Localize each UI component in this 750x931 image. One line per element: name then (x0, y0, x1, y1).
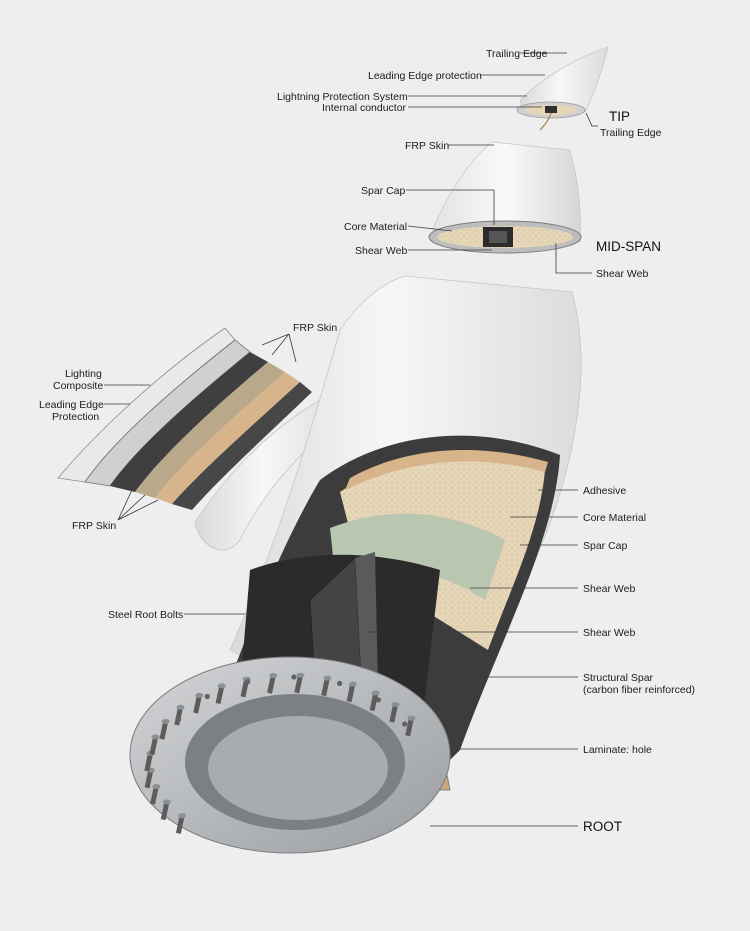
flange-bolt-hole (245, 679, 251, 685)
label-frp-skin-bottom: FRP Skin (72, 520, 116, 532)
mid-span-annotations: FRP Skin Spar Cap Core Material Shear We… (344, 140, 661, 280)
label-laminate-hole: Laminate: hole (583, 744, 652, 756)
label-shear-web-root-1: Shear Web (583, 583, 635, 595)
label-internal-conductor: Internal conductor (322, 102, 407, 114)
label-mid-span: MID-SPAN (596, 239, 661, 254)
internal-conductor-wire (539, 112, 552, 131)
label-steel-root-bolts: Steel Root Bolts (108, 609, 183, 621)
label-lighting-composite-2: Composite (53, 380, 103, 392)
root-bolt (294, 672, 305, 694)
flange-bolt-hole (204, 693, 210, 700)
mid-span-section (428, 141, 582, 254)
label-shear-web-mid-left: Shear Web (355, 245, 407, 257)
steel-root-bolts (144, 672, 416, 834)
panel-layer-3 (110, 352, 268, 492)
root-bolt (175, 813, 187, 834)
leader-frp-skin-top (261, 333, 297, 363)
label-lighting-composite-1: Lighting (65, 368, 102, 380)
mid-span-shear-web-inner (489, 231, 507, 243)
root-bolt (389, 702, 400, 723)
root-bolt (369, 690, 380, 712)
flange-bolt-hole (291, 674, 297, 680)
label-spar-cap-root: Spar Cap (583, 540, 628, 552)
panel-layer-5 (155, 372, 300, 504)
label-leading-edge-protection: Leading Edge protection (368, 70, 482, 82)
leader-shear-web-mid-right (555, 243, 592, 274)
label-shear-web-mid-right: Shear Web (596, 268, 648, 280)
root-annotations: Steel Root Bolts Adhesive Core Material … (108, 485, 695, 834)
root-bolt (346, 681, 357, 703)
label-frp-skin-mid: FRP Skin (405, 140, 449, 152)
root-bolt (150, 784, 161, 805)
label-root: ROOT (583, 819, 622, 834)
flange-bolt-hole (402, 721, 408, 727)
panel-layer-4 (135, 362, 285, 498)
leader-core-material-mid (407, 225, 453, 232)
panel-layer-6 (172, 382, 312, 510)
label-core-material-mid: Core Material (344, 221, 407, 233)
root-bolt (215, 683, 226, 705)
label-leading-edge-protection-panel-1: Leading Edge (39, 399, 104, 411)
leader-trailing-edge-right (585, 112, 598, 127)
label-structural-spar-1: Structural Spar (583, 672, 654, 684)
tip-conductor (545, 106, 557, 113)
label-structural-spar-2: (carbon fiber reinforced) (583, 684, 695, 696)
label-shear-web-root-2: Shear Web (583, 627, 635, 639)
label-core-material-root: Core Material (583, 512, 646, 524)
root-bolt (267, 673, 278, 694)
panel-annotations: FRP Skin Lighting Composite Leading Edge… (39, 322, 337, 532)
exploded-skin-panels (57, 327, 312, 510)
root-bolt (159, 719, 170, 740)
tip-annotations: Trailing Edge Leading Edge protection Li… (277, 48, 662, 139)
root-bolt (149, 734, 160, 756)
mid-span-shell (431, 141, 581, 243)
tip-section (516, 46, 609, 131)
flange-bolt-hole (375, 697, 381, 703)
cut-spar-cap (330, 513, 505, 600)
shear-web-panel-2 (355, 552, 378, 690)
label-adhesive: Adhesive (583, 485, 626, 497)
root-bolt (405, 715, 416, 737)
root-bolt (160, 799, 171, 821)
label-lightning-protection-system: Lightning Protection System (277, 91, 408, 103)
cut-balsa-layer (345, 450, 548, 490)
leader-frp-skin-bottom (117, 489, 159, 521)
root-bolt (193, 692, 204, 714)
leader-spar-cap-mid (406, 189, 495, 225)
label-trailing-edge-right: Trailing Edge (600, 127, 662, 139)
flange-bolt-hole (337, 680, 343, 687)
flange-bolt-hole (176, 717, 182, 723)
root-bolt (321, 675, 332, 697)
root-flange-inner (208, 716, 388, 820)
label-tip: TIP (609, 109, 630, 124)
label-spar-cap-mid: Spar Cap (361, 185, 406, 197)
label-leading-edge-protection-panel-2: Protection (52, 411, 99, 423)
label-frp-skin-top: FRP Skin (293, 322, 337, 334)
tip-shell (519, 46, 609, 113)
label-trailing-edge-top: Trailing Edge (486, 48, 548, 60)
